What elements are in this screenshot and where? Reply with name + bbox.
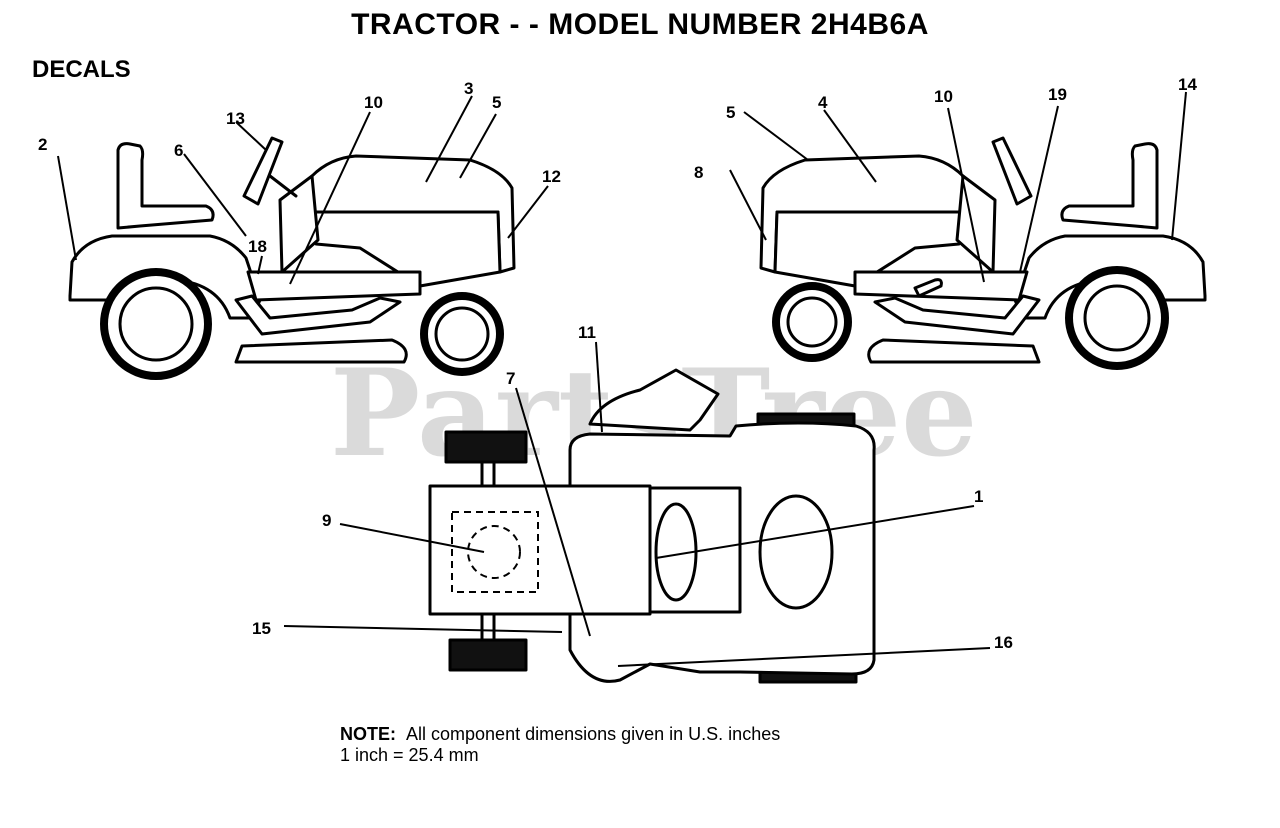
top-axle-rear [480, 612, 496, 642]
top-seat-back [588, 368, 720, 432]
note-label: NOTE: [340, 724, 396, 744]
diagram-title: TRACTOR - - MODEL NUMBER 2H4B6A [351, 8, 929, 41]
seat [1060, 142, 1159, 230]
dash-panel [278, 174, 320, 274]
callout-6: 6 [174, 141, 183, 160]
decal-circle-9 [467, 525, 521, 579]
top-front-tire [444, 430, 528, 464]
mower-deck [867, 338, 1041, 364]
frame [246, 270, 422, 302]
decal-outline-9 [451, 511, 539, 593]
callout-12: 12 [542, 167, 561, 186]
callout-10-left: 10 [364, 93, 383, 112]
top-front-tire-bottom [448, 638, 528, 672]
lift-lever [913, 278, 943, 298]
dash-panel [955, 174, 997, 274]
callout-10-right: 10 [934, 87, 953, 106]
callout-1: 1 [974, 487, 983, 506]
callout-15: 15 [252, 619, 271, 638]
callout-numbers: 2 6 13 10 3 5 12 18 5 4 10 19 14 8 11 7 … [38, 75, 1197, 652]
callout-13: 13 [226, 109, 245, 128]
callout-16: 16 [994, 633, 1013, 652]
steering-wheel [991, 136, 1033, 206]
right-front-hub [786, 296, 838, 348]
footrest [873, 294, 1041, 336]
callout-11: 11 [578, 323, 596, 342]
steering-wheel [242, 136, 284, 206]
seat [116, 142, 215, 230]
steering-column [268, 174, 298, 198]
note-line1: All component dimensions given in U.S. i… [406, 724, 781, 744]
mower-deck [234, 338, 408, 364]
note-line2: 1 inch = 25.4 mm [340, 745, 479, 765]
dimension-note: NOTE: All component dimensions given in … [340, 724, 780, 766]
front-hub [434, 306, 490, 362]
callout-3: 3 [464, 79, 473, 98]
top-hood [428, 484, 652, 616]
callout-7: 7 [506, 369, 515, 388]
callout-2: 2 [38, 135, 47, 154]
footrest [234, 294, 402, 336]
tractor-left-view [68, 136, 516, 380]
callout-19: 19 [1048, 85, 1067, 104]
rear-hub [118, 286, 194, 362]
callout-leaders [57, 91, 1187, 667]
top-axle-front [480, 460, 496, 488]
top-seat [758, 494, 834, 610]
callout-8: 8 [694, 163, 703, 182]
callout-9: 9 [322, 511, 331, 530]
tractor-top-view [428, 368, 876, 684]
right-rear-hub [1083, 284, 1151, 352]
hood [310, 154, 516, 274]
callout-14: 14 [1178, 75, 1197, 94]
hood [759, 154, 965, 274]
section-heading: DECALS [32, 56, 131, 83]
callout-18: 18 [248, 237, 267, 256]
callout-5-right: 5 [726, 103, 735, 122]
callout-5-left: 5 [492, 93, 501, 112]
callout-4: 4 [818, 93, 828, 112]
